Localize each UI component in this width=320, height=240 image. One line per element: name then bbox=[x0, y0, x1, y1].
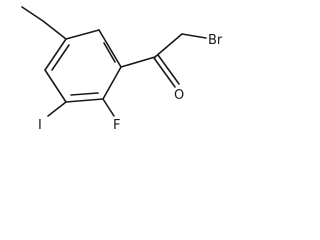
bond-ring-c1-c2 bbox=[65, 29, 100, 40]
bond-ring-f bbox=[102, 98, 115, 117]
bond-carbonyl-o-1 bbox=[153, 57, 176, 88]
oxygen-atom-label: O bbox=[174, 88, 184, 103]
iodine-atom-label: I bbox=[38, 118, 42, 133]
bond-ring-c6-c1 bbox=[44, 38, 67, 71]
bond-ethyl-ch2-ring bbox=[42, 20, 67, 40]
fluorine-atom-label: F bbox=[113, 118, 120, 133]
bond-ring-carbonyl bbox=[120, 56, 156, 68]
bond-carbonyl-ch2 bbox=[154, 33, 183, 58]
bond-ring-double-c2-c3 bbox=[103, 42, 116, 63]
bond-ring-c5-c6 bbox=[44, 69, 67, 103]
bond-ring-double-c6-c1 bbox=[51, 44, 70, 71]
bond-ring-c4-c5 bbox=[65, 98, 104, 103]
bond-carbonyl-o-2 bbox=[157, 54, 180, 85]
bromine-atom-label: Br bbox=[208, 33, 223, 48]
molecule-structure: Br O F I bbox=[21, 6, 223, 133]
bond-ring-c3-c4 bbox=[102, 66, 122, 100]
bond-ring-c2-c3 bbox=[98, 29, 122, 68]
bond-ethyl-ch3-ch2 bbox=[21, 6, 44, 22]
bond-ring-i bbox=[47, 101, 67, 117]
bond-ch2-br bbox=[181, 33, 207, 39]
bond-ring-double-c4-c5 bbox=[70, 92, 99, 96]
